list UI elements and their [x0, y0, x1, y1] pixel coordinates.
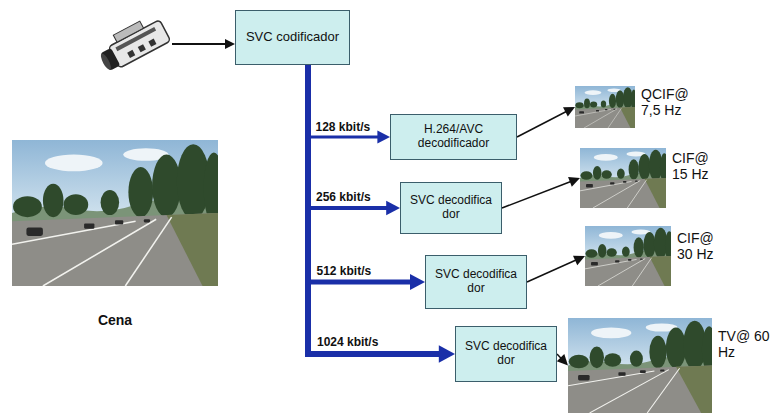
thumbnail-picture [568, 318, 712, 413]
output-format-label: QCIF@ 7,5 Hz [641, 86, 695, 118]
output-format-label: CIF@ 30 Hz [677, 230, 731, 262]
arrow-head [563, 107, 575, 117]
box-text-holder: H.264/AVC decodificador [391, 119, 516, 155]
box-label: H.264/AVC decodificador [397, 123, 510, 151]
bitstream-line [308, 65, 387, 208]
box-text-holder: SVC decodifica dor [426, 264, 526, 300]
bitrate-label: 256 kbit/s [315, 190, 372, 204]
output-thumbnail: QCIF@ 7,5 Hz [575, 86, 635, 128]
scene-picture [12, 140, 218, 286]
output-format-label: CIF@ 15 Hz [672, 150, 726, 182]
box-text-holder: SVC codificador [240, 26, 345, 49]
codec-box: SVC decodifica dor [400, 182, 502, 234]
thumbnail-picture [575, 86, 635, 128]
output-thumbnail: CIF@ 30 Hz [585, 226, 671, 286]
output-arrow [502, 182, 571, 208]
thumbnail-picture [580, 148, 666, 208]
arrow-head [557, 354, 568, 365]
arrow-line [172, 43, 226, 45]
box-label: SVC decodifica dor [407, 194, 495, 222]
bitrate-label: 128 kbit/s [315, 120, 372, 134]
bitrate-label: 1024 kbit/s [316, 335, 379, 349]
thumbnail-picture [585, 226, 671, 286]
video-camera [100, 2, 180, 92]
camera-body [100, 13, 171, 74]
box-text-holder: SVC decodifica dor [456, 336, 556, 372]
arrow-head [568, 177, 580, 187]
arrow-head [439, 345, 455, 363]
output-arrow [527, 260, 576, 282]
box-text-holder: SVC decodifica dor [401, 190, 501, 226]
bitrate-label: 512 kbit/s [316, 264, 373, 278]
bitstream-line [308, 65, 378, 137]
output-format-label: TV@ 60 Hz [718, 328, 772, 360]
box-label: SVC decodifica dor [462, 340, 550, 368]
arrow-head [386, 201, 400, 215]
bitstream-line [308, 65, 411, 282]
output-arrow [517, 112, 566, 137]
codec-box: SVC decodifica dor [455, 326, 557, 382]
scene-caption: Cena [98, 312, 132, 328]
arrow-head [377, 131, 390, 144]
codec-box: H.264/AVC decodificador [390, 114, 517, 160]
box-label: SVC decodifica dor [432, 268, 520, 296]
codec-box: SVC decodifica dor [425, 255, 527, 309]
output-thumbnail: CIF@ 15 Hz [580, 148, 666, 208]
arrow-head [225, 39, 235, 49]
arrow-head [410, 274, 425, 290]
arrow-head [573, 256, 585, 265]
codec-box: SVC codificador [235, 10, 350, 65]
box-label: SVC codificador [246, 30, 339, 45]
output-thumbnail: TV@ 60 Hz [568, 318, 712, 413]
